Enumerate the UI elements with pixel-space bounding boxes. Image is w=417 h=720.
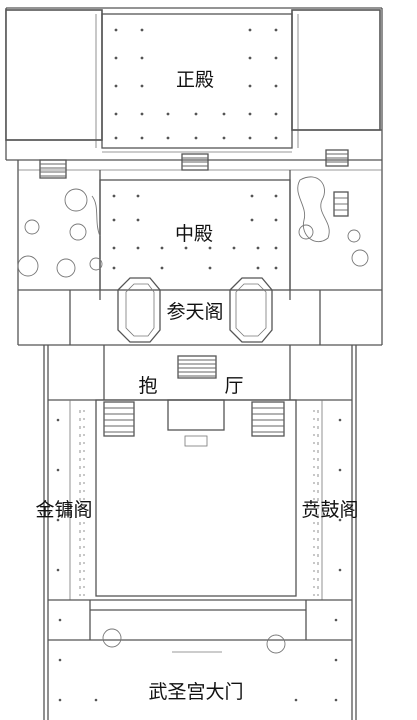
stair-main-right (325, 149, 349, 167)
column-dots-main-hall (114, 28, 278, 140)
main-hall-block (5, 9, 382, 161)
label-main-gate: 武圣宫大门 (148, 681, 243, 703)
label-porch-right: 厅 (224, 375, 243, 397)
stair-main-center (181, 153, 209, 171)
column-dots-middle-hall (112, 194, 278, 270)
stair-porch-left (103, 401, 135, 437)
label-bengu-pavilion: 贲鼓阁 (301, 499, 358, 521)
label-middle-hall: 中殿 (175, 223, 213, 245)
stair-porch-right (251, 401, 285, 437)
outer-walls (5, 7, 383, 720)
label-main-hall: 正殿 (176, 69, 214, 91)
label-porch-left: 抱 (138, 375, 157, 397)
label-jinyong-pavilion: 金镛阁 (35, 499, 92, 521)
label-cantian-pavilion: 参天阁 (166, 301, 223, 323)
column-dots-galleries (56, 418, 342, 702)
stair-main-left (39, 159, 67, 179)
gallery-tree-rows (79, 410, 319, 596)
stair-side-right (333, 191, 349, 217)
stair-porch-center (177, 355, 217, 379)
staircases (39, 149, 349, 437)
tree-symbols (17, 176, 369, 654)
courtyard-block (48, 399, 352, 653)
cantian-pavilion-frames (117, 277, 273, 343)
